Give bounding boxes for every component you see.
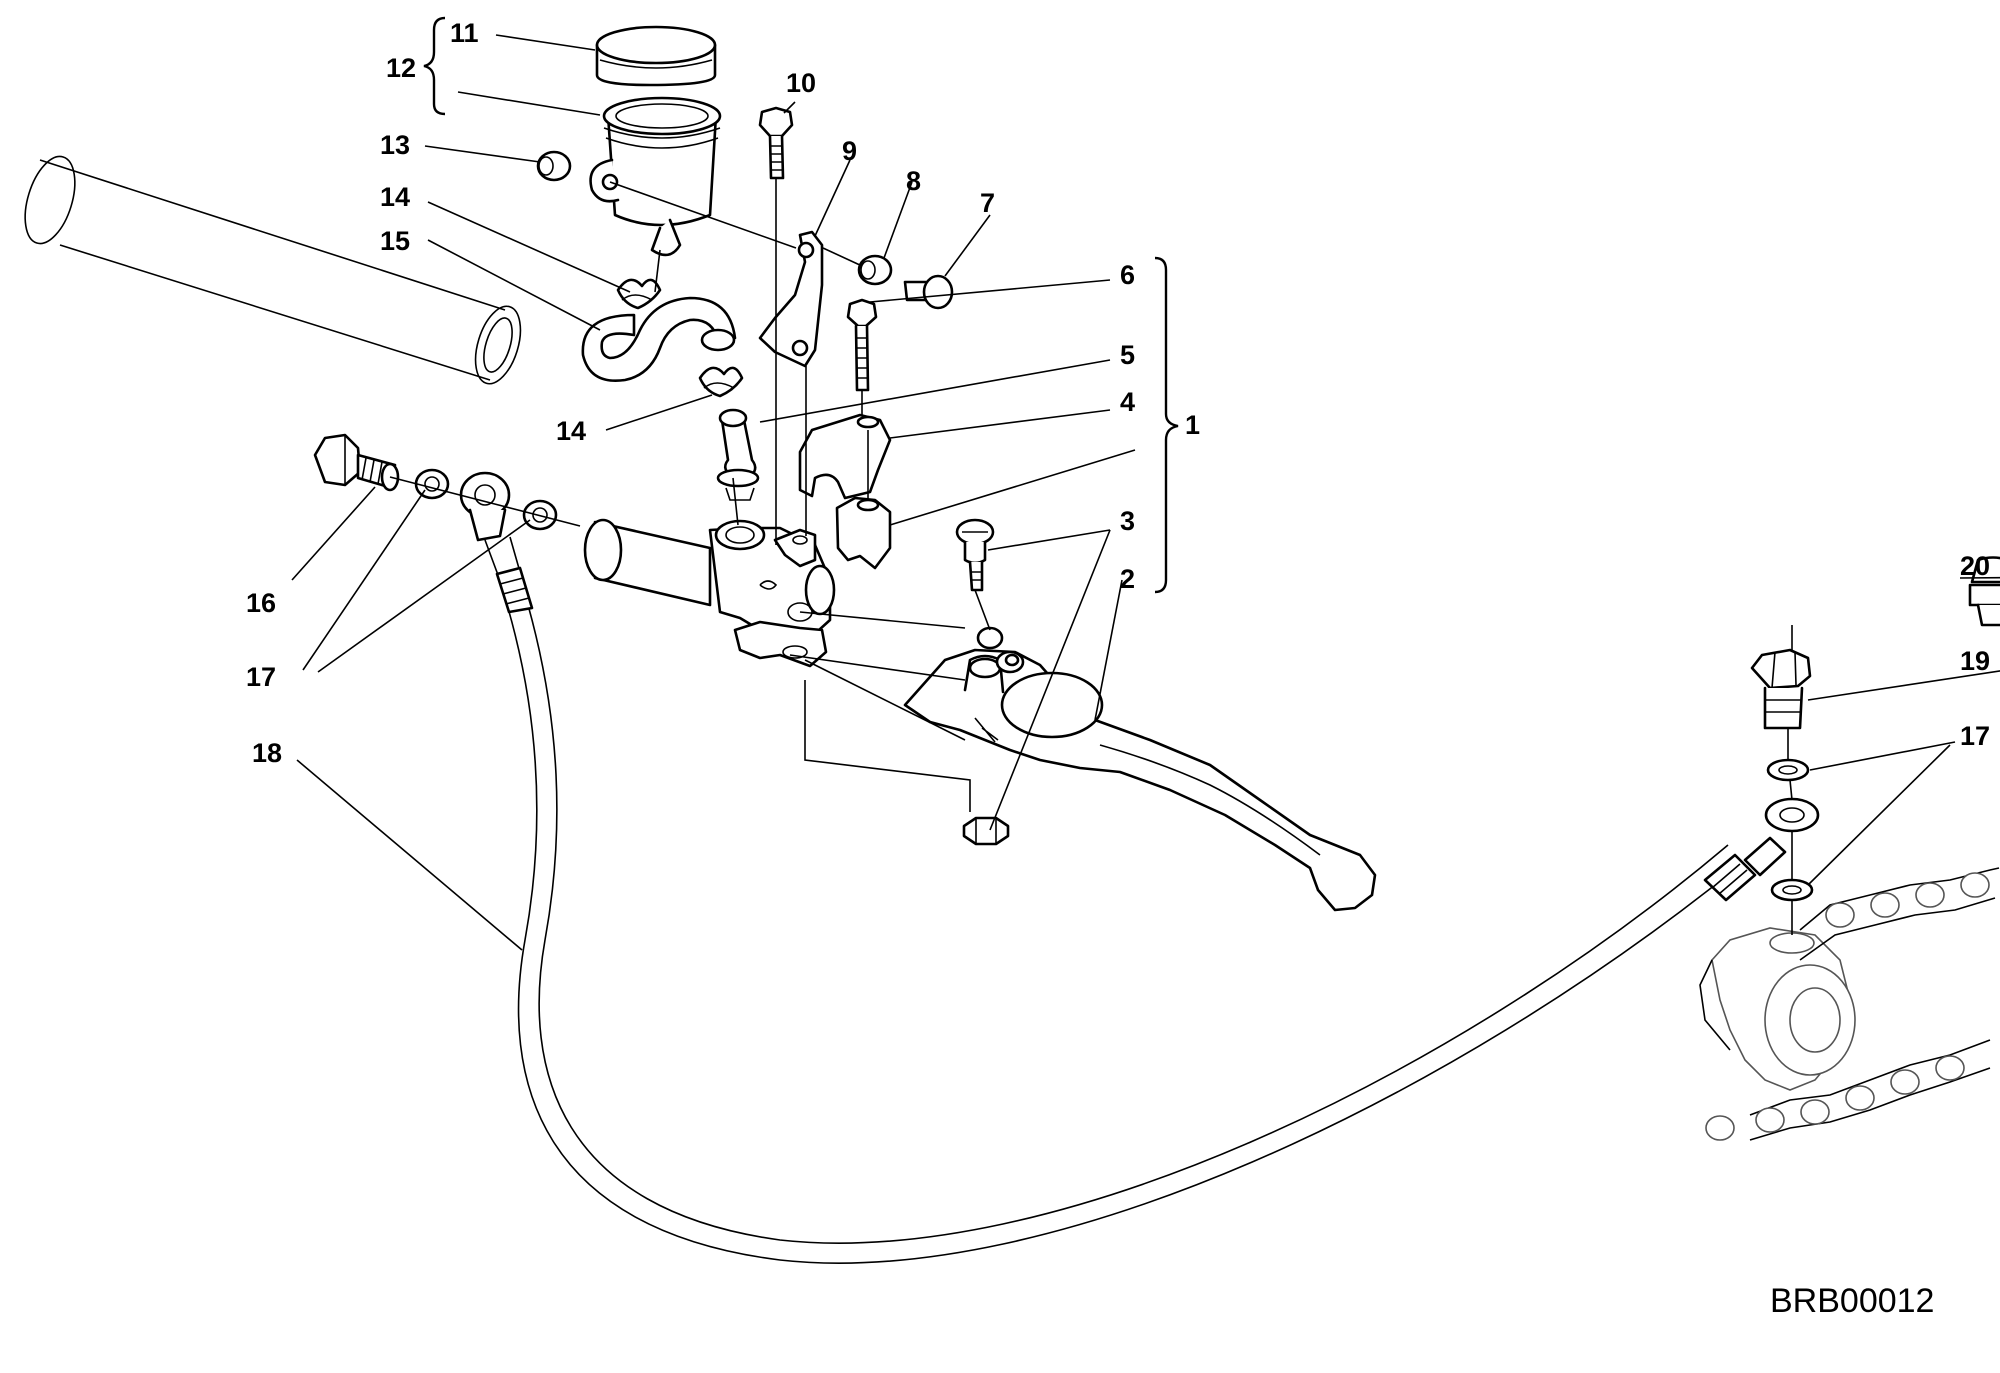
clutch-hose: [484, 536, 1787, 1264]
clamp-lower: [835, 496, 892, 570]
callout-12: 12: [386, 53, 416, 83]
reservoir-bracket: [758, 230, 824, 368]
callout-4: 4: [1120, 387, 1135, 417]
callout-6: 6: [1120, 260, 1135, 290]
callout-8: 8: [906, 166, 921, 196]
screw-7: [903, 274, 954, 310]
bolt-10: [758, 106, 794, 180]
bushing: [976, 626, 1004, 650]
callout-17-left: 17: [246, 662, 276, 692]
callout-14-lower: 14: [556, 416, 586, 446]
reservoir-hose: [581, 296, 737, 383]
handlebar-tube: [24, 155, 522, 385]
callout-15: 15: [380, 226, 410, 256]
pivot-screw: [955, 518, 995, 592]
callout-19: 19: [1960, 646, 1990, 676]
hose-fitting: [716, 408, 760, 501]
callout-7: 7: [980, 188, 995, 218]
clutch-lever: [903, 648, 1377, 912]
callout-9: 9: [842, 136, 857, 166]
hose-clip-upper: [616, 278, 662, 310]
hose-clip-lower: [698, 366, 744, 398]
master-cylinder-body: [583, 518, 836, 668]
bolt-6: [846, 298, 878, 392]
fluid-reservoir: [589, 96, 722, 257]
slave-cylinder-ghost: [1699, 927, 1856, 1091]
callout-20: 20: [1960, 551, 1990, 581]
crush-washer-slave-lower: [1770, 878, 1814, 902]
banjo-fitting-left: [459, 471, 511, 542]
callout-1: 1: [1185, 410, 1200, 440]
brace-12: [423, 16, 446, 116]
reservoir-cap: [595, 25, 717, 87]
callout-2: 2: [1120, 564, 1135, 594]
banjo-fitting-slave: [1764, 797, 1820, 833]
assembly-lines: [389, 178, 1793, 935]
callout-18: 18: [252, 738, 282, 768]
callout-5: 5: [1120, 340, 1135, 370]
brace-1: [1154, 256, 1179, 594]
callout-14-upper: 14: [380, 182, 410, 212]
clamp-upper: [798, 413, 892, 500]
crush-washer-left: [414, 468, 450, 500]
callout-13: 13: [380, 130, 410, 160]
callout-16: 16: [246, 588, 276, 618]
callout-3: 3: [1120, 506, 1135, 536]
callout-10: 10: [786, 68, 816, 98]
crush-washer-slave-upper: [1766, 758, 1810, 782]
drawing-code: BRB00012: [1770, 1282, 1934, 1320]
drive-chain-ghost: [1705, 867, 2000, 1141]
bleeder-cap: [1968, 556, 2000, 627]
callout-11: 11: [450, 18, 479, 48]
callout-17-right: 17: [1960, 721, 1990, 751]
grommet-13: [536, 150, 572, 182]
grommet-8: [857, 254, 893, 286]
banjo-bolt: [313, 433, 400, 492]
callout-labels: 1 2 3 4 5 6 7 8 9 10 11 12 13 14 15 14 1…: [246, 18, 1990, 768]
pivot-nut: [962, 816, 1010, 846]
bleeder-nut: [1750, 648, 1812, 730]
leader-lines: [291, 34, 2000, 951]
